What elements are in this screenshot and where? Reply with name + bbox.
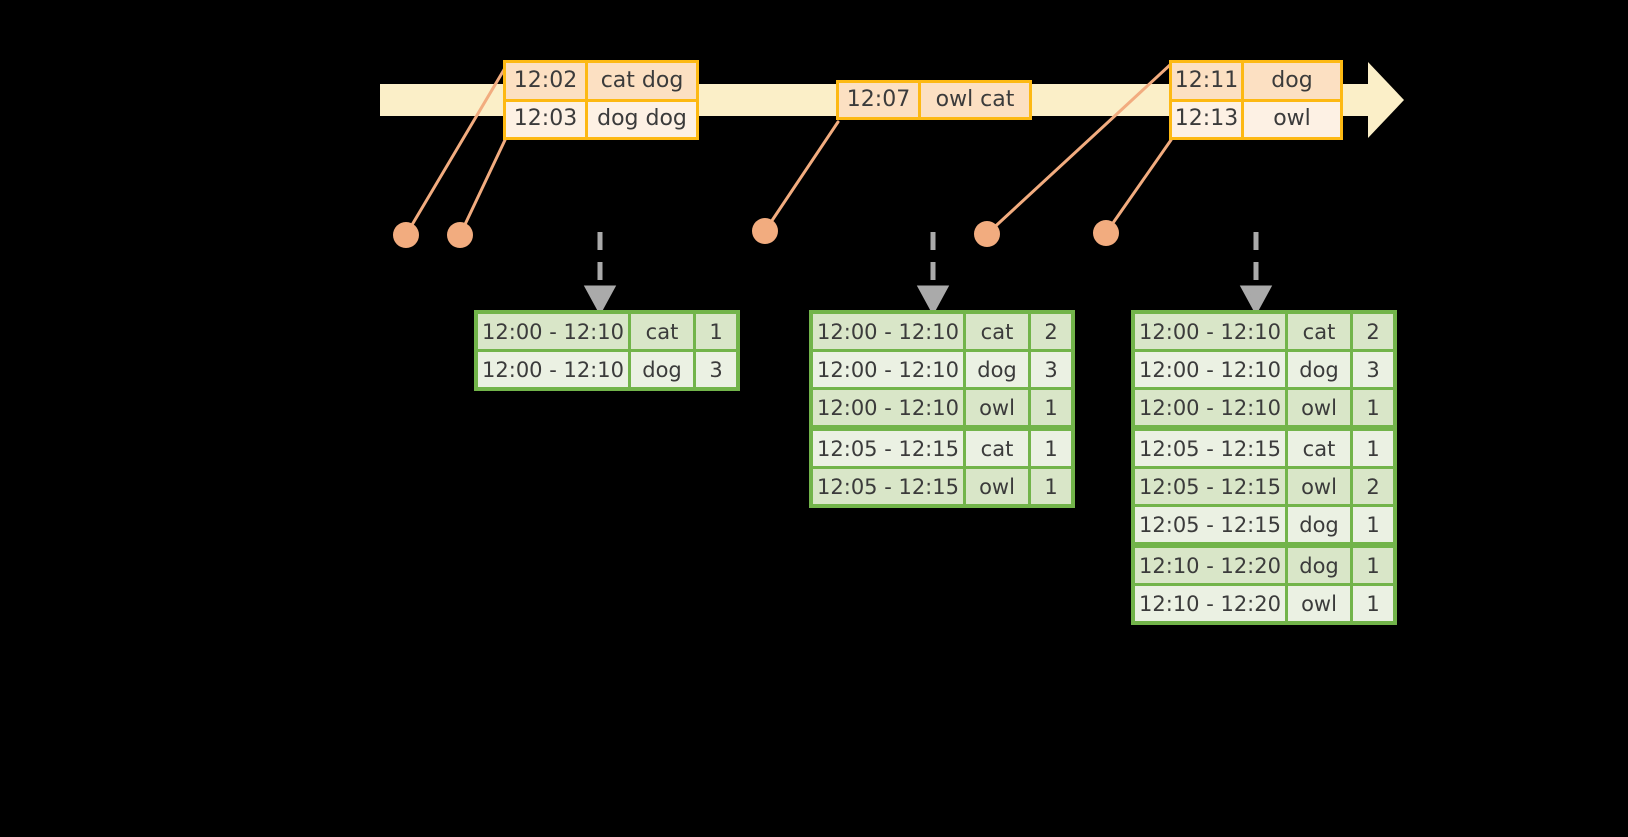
event-words: owl (1273, 106, 1311, 132)
cell-window: 12:00 - 12:10 (813, 352, 963, 387)
cell-word: cat (1288, 431, 1350, 466)
cell-word: owl (966, 390, 1028, 425)
event-row: 12:03 dog dog (506, 98, 696, 137)
event-row: 12:13 owl (1172, 98, 1340, 137)
emit-arrows (583, 232, 1273, 316)
event-time: 12:13 (1174, 106, 1239, 132)
event-time: 12:11 (1174, 67, 1239, 93)
cell-count: 1 (1353, 548, 1393, 583)
cell-window: 12:00 - 12:10 (813, 390, 963, 425)
event-box-group-1: 12:02 cat dog 12:03 dog dog (503, 60, 699, 140)
cell-window: 12:00 - 12:10 (478, 314, 628, 349)
cell-window: 12:10 - 12:20 (1135, 548, 1285, 583)
event-words: dog dog (597, 106, 687, 132)
event-words: cat dog (600, 67, 684, 93)
cell-window: 12:00 - 12:10 (1135, 352, 1285, 387)
cell-count: 3 (696, 352, 736, 387)
cell-word: owl (966, 469, 1028, 504)
cell-window: 12:00 - 12:10 (1135, 390, 1285, 425)
cell-word: owl (1288, 586, 1350, 621)
event-words: dog (1271, 67, 1313, 93)
event-row: 12:07 owl cat (839, 83, 1029, 117)
emit-arrow-1 (583, 232, 617, 316)
event-dot-1211 (974, 221, 1000, 247)
cell-count: 3 (1353, 352, 1393, 387)
cell-word: owl (1288, 469, 1350, 504)
event-box-group-2: 12:07 owl cat (836, 80, 1032, 120)
event-dot-1203 (447, 222, 473, 248)
cell-count: 1 (1353, 431, 1393, 466)
cell-window: 12:05 - 12:15 (813, 431, 963, 466)
event-time: 12:07 (846, 87, 911, 112)
cell-window: 12:05 - 12:15 (813, 469, 963, 504)
cell-window: 12:05 - 12:15 (1135, 507, 1285, 542)
cell-count: 1 (1031, 431, 1071, 466)
event-dot-1213 (1093, 220, 1119, 246)
event-box-group-3: 12:11 dog 12:13 owl (1169, 60, 1343, 140)
cell-word: dog (966, 352, 1028, 387)
cell-window: 12:10 - 12:20 (1135, 586, 1285, 621)
cell-count: 1 (1031, 469, 1071, 504)
cell-word: dog (1288, 352, 1350, 387)
cell-word: cat (1288, 314, 1350, 349)
cell-word: dog (631, 352, 693, 387)
event-dot-1207 (752, 218, 778, 244)
cell-count: 1 (1353, 390, 1393, 425)
cell-window: 12:00 - 12:10 (813, 314, 963, 349)
cell-word: cat (966, 431, 1028, 466)
event-time: 12:02 (513, 67, 578, 93)
cell-count: 3 (1031, 352, 1071, 387)
event-row: 12:11 dog (1172, 63, 1340, 99)
cell-window: 12:00 - 12:10 (1135, 314, 1285, 349)
event-time: 12:03 (513, 106, 578, 132)
cell-window: 12:05 - 12:15 (1135, 431, 1285, 466)
cell-word: owl (1288, 390, 1350, 425)
cell-count: 1 (1353, 586, 1393, 621)
event-words: owl cat (935, 87, 1015, 112)
event-row: 12:02 cat dog (506, 63, 696, 99)
cell-word: dog (1288, 507, 1350, 542)
emit-arrow-2 (916, 232, 950, 316)
cell-window: 12:05 - 12:15 (1135, 469, 1285, 504)
event-dot-1202 (393, 222, 419, 248)
emit-arrow-3 (1239, 232, 1273, 316)
cell-count: 1 (1353, 507, 1393, 542)
cell-word: cat (631, 314, 693, 349)
cell-count: 1 (1031, 390, 1071, 425)
cell-count: 1 (696, 314, 736, 349)
cell-count: 2 (1353, 469, 1393, 504)
cell-count: 2 (1353, 314, 1393, 349)
cell-count: 2 (1031, 314, 1071, 349)
cell-window: 12:00 - 12:10 (478, 352, 628, 387)
cell-word: cat (966, 314, 1028, 349)
event-dots (393, 218, 1119, 248)
cell-word: dog (1288, 548, 1350, 583)
